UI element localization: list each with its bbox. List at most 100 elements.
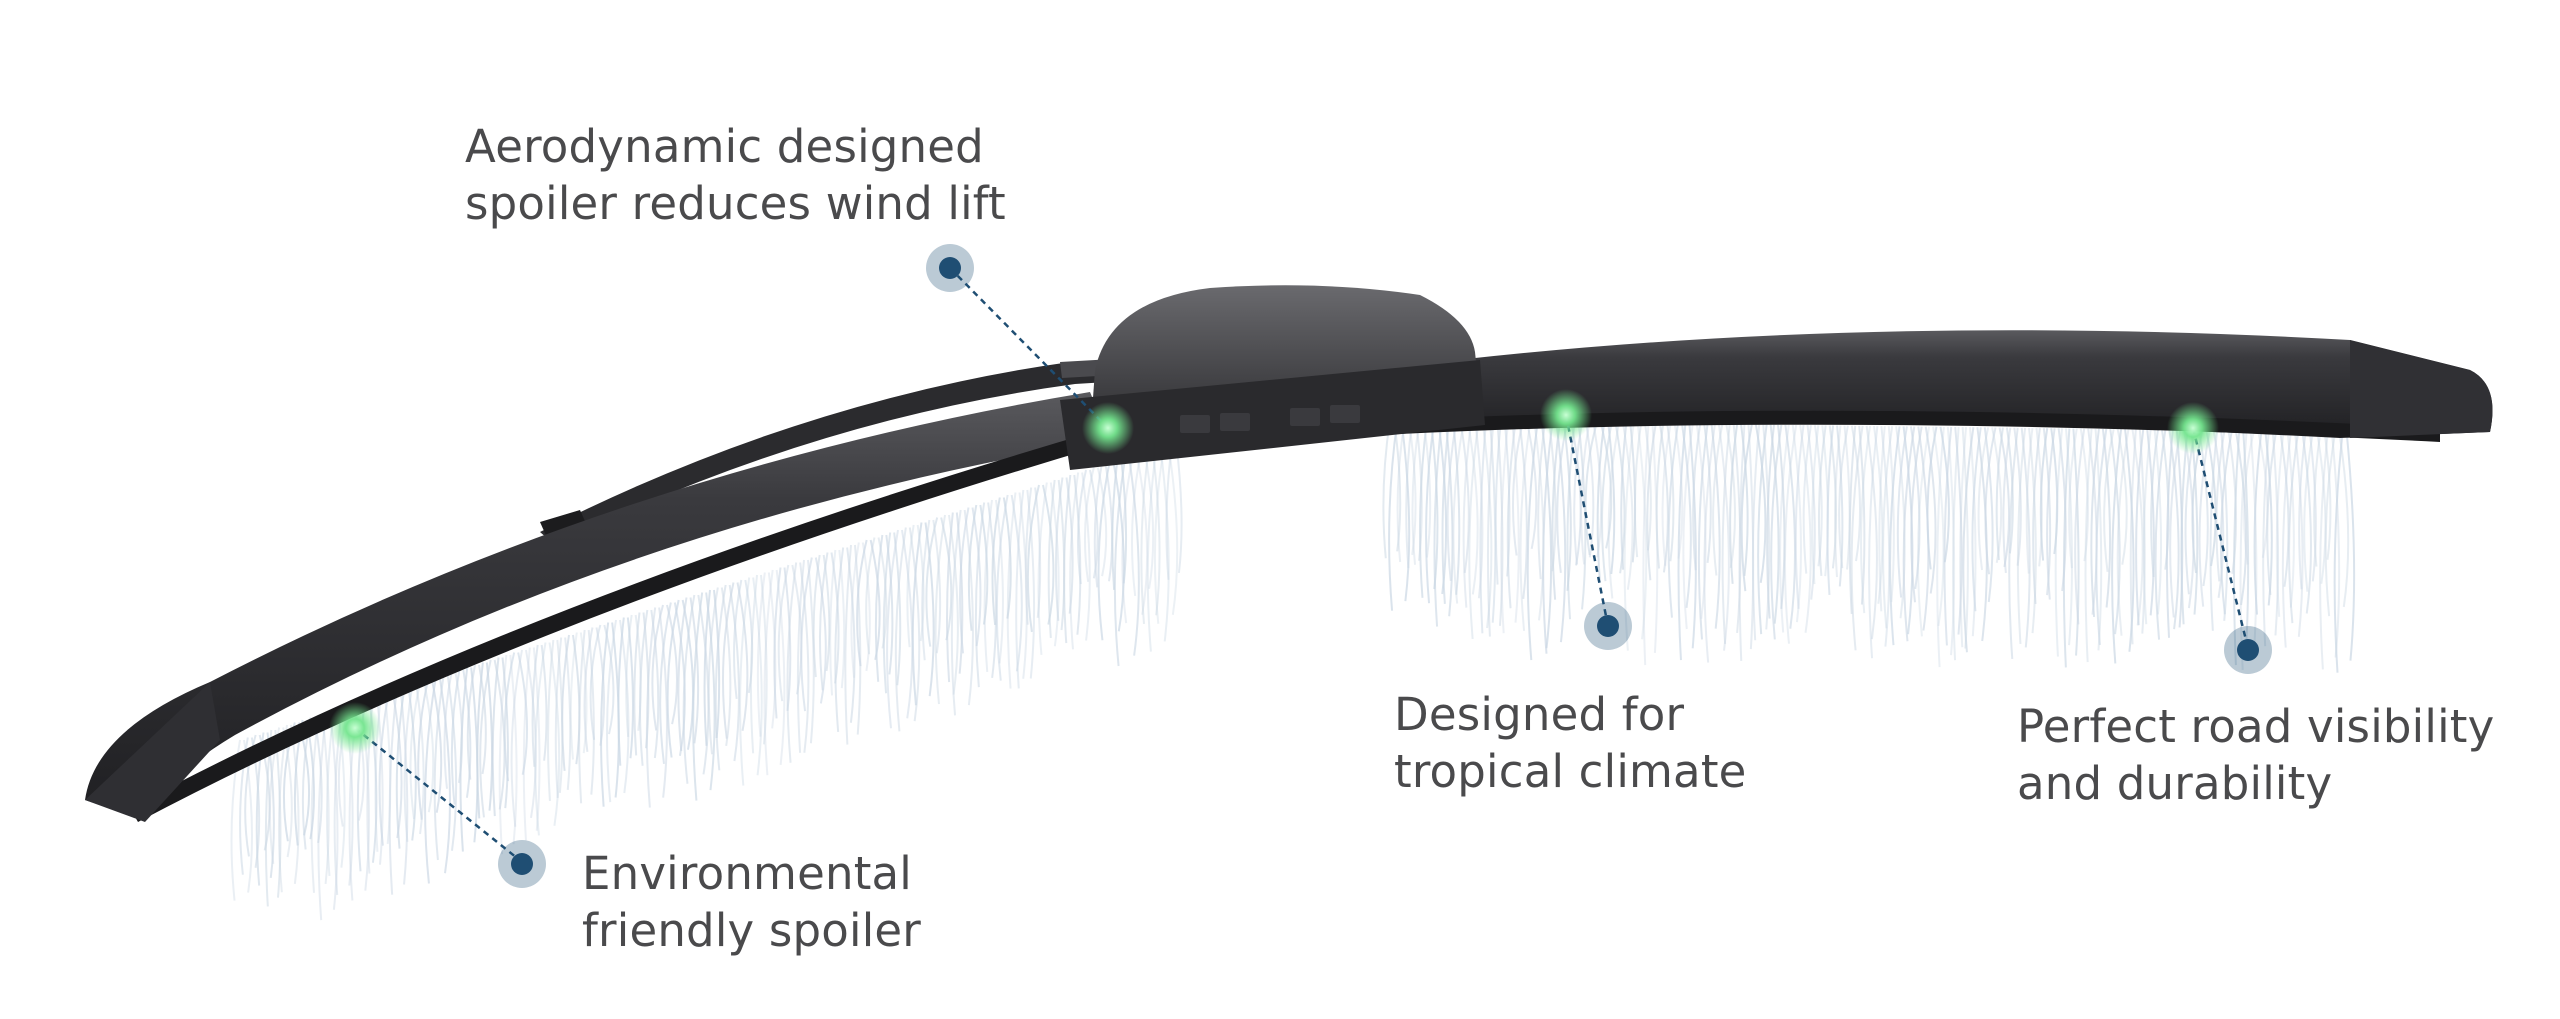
callout-tropical-line2: tropical climate xyxy=(1394,745,1747,798)
water-droplet-stream xyxy=(1037,482,1060,655)
water-droplet-stream xyxy=(1936,426,1956,668)
water-droplet-stream xyxy=(666,599,695,758)
water-droplet-stream xyxy=(638,609,660,766)
water-droplet-stream xyxy=(2233,430,2250,666)
water-droplet-stream xyxy=(1396,420,1417,563)
water-droplet-stream xyxy=(606,619,630,803)
water-droplet-stream xyxy=(1062,474,1082,644)
blade-right-section xyxy=(1360,330,2493,442)
leader-lines xyxy=(354,267,2250,863)
water-droplet-stream xyxy=(921,519,942,661)
water-droplet-stream xyxy=(2068,428,2089,569)
marker-tropical xyxy=(1584,602,1632,650)
blue-markers xyxy=(498,244,2272,888)
water-droplet-stream xyxy=(2275,431,2295,617)
water-droplet-stream xyxy=(2154,429,2180,640)
water-droplet-stream xyxy=(983,499,1004,673)
water-droplet-stream xyxy=(1738,424,1755,661)
leader-line-env xyxy=(354,727,523,863)
water-droplet-stream xyxy=(1121,454,1149,624)
water-droplet-stream xyxy=(378,692,403,846)
water-droplet-stream xyxy=(1069,472,1091,650)
water-droplet-stream xyxy=(531,644,548,767)
water-droplet-stream xyxy=(946,512,964,683)
water-droplet-stream xyxy=(1388,419,1411,611)
water-droplet-stream xyxy=(1113,457,1140,667)
water-droplet-stream xyxy=(1006,492,1028,689)
water-droplet-stream xyxy=(1860,425,1884,614)
water-droplet-stream xyxy=(911,522,935,706)
water-droplet-stream xyxy=(409,682,435,820)
callout-tropical-line1: Designed for xyxy=(1394,688,1685,741)
water-droplet-stream xyxy=(682,594,710,784)
water-droplet-stream xyxy=(2116,429,2144,636)
water-droplet-stream xyxy=(1418,420,1439,598)
water-droplet-stream xyxy=(2062,428,2080,668)
water-droplet-stream xyxy=(773,567,792,719)
water-droplet-stream xyxy=(1770,424,1797,640)
water-droplet-stream xyxy=(1850,425,1878,651)
callout-visibility-line2: and durability xyxy=(2017,757,2333,810)
water-droplet-stream xyxy=(578,629,595,804)
water-droplet-stream xyxy=(1984,427,2011,575)
water-droplet-stream xyxy=(1757,424,1780,635)
water-droplet-stream xyxy=(1537,421,1557,580)
water-droplet-stream xyxy=(1779,424,1802,633)
water-droplet-stream xyxy=(310,714,330,893)
water-droplet-stream xyxy=(1551,421,1572,600)
water-droplet-stream xyxy=(1703,423,1730,663)
water-droplet-stream xyxy=(819,552,840,691)
green-glow-points xyxy=(329,389,2219,754)
water-droplet-stream xyxy=(1500,421,1520,634)
water-droplet-stream xyxy=(1573,422,1595,565)
glow-point-env xyxy=(329,702,381,754)
water-droplet-stream xyxy=(433,674,458,861)
water-droplet-stream xyxy=(1542,421,1567,654)
water-droplet-stream xyxy=(1878,426,1895,612)
water-droplet-stream xyxy=(1146,447,1170,652)
water-droplet-stream xyxy=(1952,427,1969,661)
water-droplet-stream xyxy=(950,509,974,716)
water-droplet-stream xyxy=(692,592,716,801)
water-droplet-stream xyxy=(2298,431,2317,590)
water-droplet-stream xyxy=(763,569,786,776)
glow-point-visibility xyxy=(2167,402,2219,454)
water-droplet-stream xyxy=(1916,426,1945,637)
water-droplet-stream xyxy=(1751,424,1771,641)
water-droplet-stream xyxy=(1910,426,1937,603)
water-droplet-stream xyxy=(1024,487,1042,625)
water-droplet-stream xyxy=(651,604,678,731)
water-droplet-stream xyxy=(491,657,509,817)
water-droplet-stream xyxy=(991,497,1012,626)
water-droplet-stream xyxy=(1729,424,1749,584)
water-droplet-stream xyxy=(2008,427,2031,660)
water-droplet-stream xyxy=(1512,421,1538,556)
water-droplet-stream xyxy=(995,494,1023,681)
water-droplet-stream xyxy=(703,589,721,746)
water-droplet-stream xyxy=(561,634,581,771)
callout-environmental-spoiler: Environmental friendly spoiler xyxy=(582,845,921,959)
water-droplet-stream xyxy=(2239,430,2258,670)
water-droplet-stream xyxy=(834,547,856,733)
water-droplet-stream xyxy=(856,539,881,667)
water-droplet-stream xyxy=(2142,429,2163,625)
water-droplet-stream xyxy=(522,647,541,841)
water-droplet-stream xyxy=(2219,430,2248,615)
water-droplet-stream xyxy=(2303,431,2327,592)
water-droplet-stream xyxy=(1826,425,1844,595)
water-droplet-stream xyxy=(1097,462,1125,641)
water-droplet-stream xyxy=(617,617,634,766)
water-droplet-stream xyxy=(510,649,537,827)
water-droplet-stream xyxy=(934,514,959,705)
water-droplet-stream xyxy=(1433,420,1454,627)
blade-left-section xyxy=(85,392,1110,822)
callout-visibility-line1: Perfect road visibility xyxy=(2017,700,2495,753)
water-droplet-stream xyxy=(2313,431,2332,567)
water-droplet-stream xyxy=(2180,429,2199,625)
water-droplet-stream xyxy=(2129,429,2146,645)
callout-road-visibility: Perfect road visibility and durability xyxy=(2017,698,2494,812)
glow-point-aero xyxy=(1082,402,1134,454)
water-droplet-stream xyxy=(1721,424,1742,644)
water-droplet-stream xyxy=(1452,420,1479,604)
water-droplet-stream xyxy=(850,542,871,678)
